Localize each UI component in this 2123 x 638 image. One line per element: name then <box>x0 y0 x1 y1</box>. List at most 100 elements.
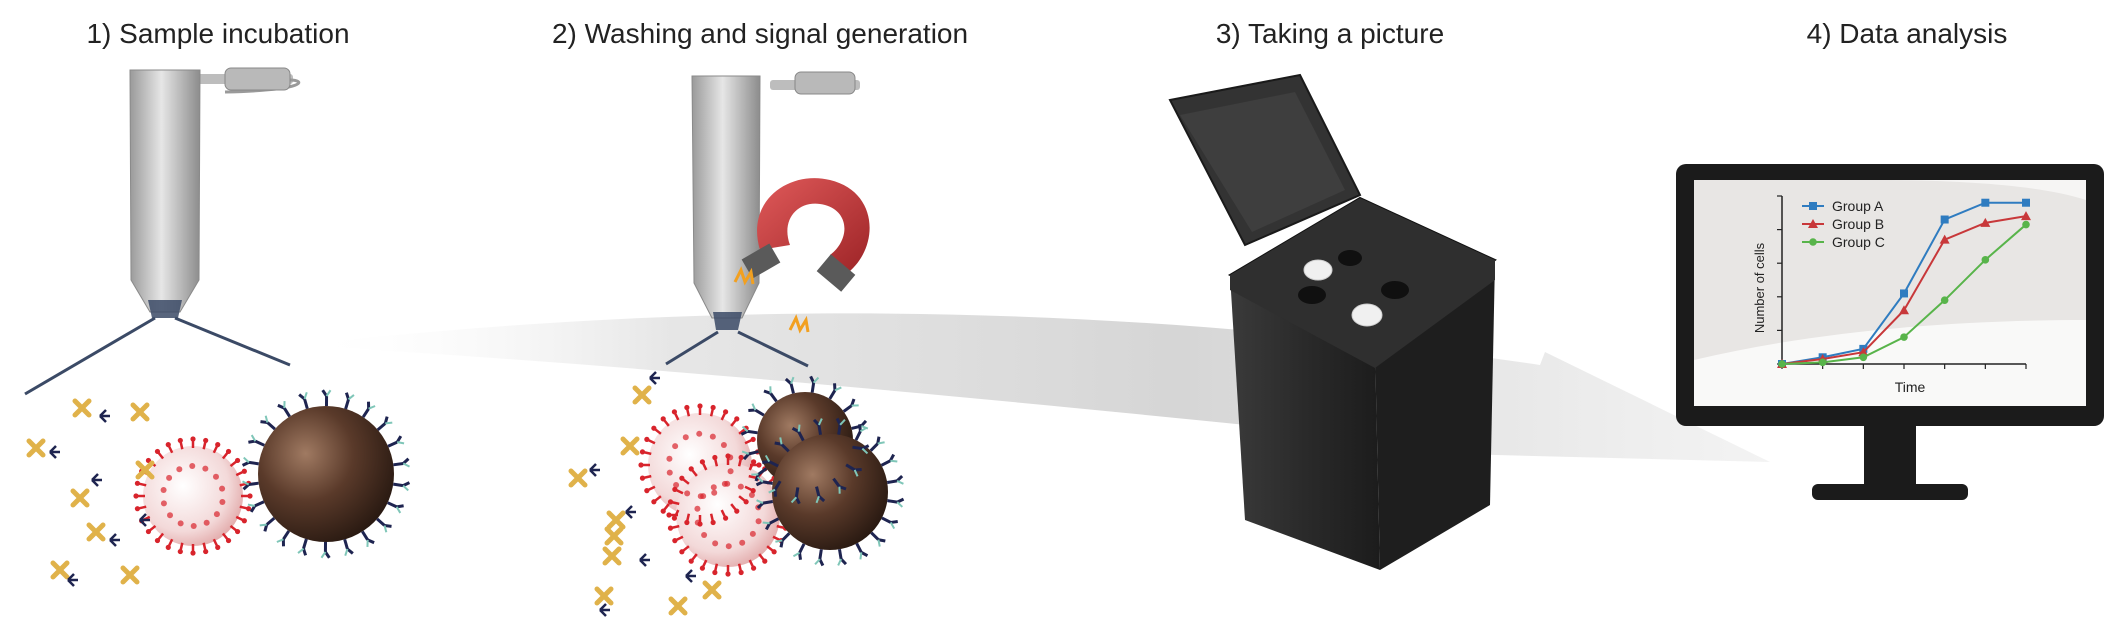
antibody <box>887 499 898 504</box>
antibody-arm <box>402 484 409 492</box>
antibody <box>387 440 398 448</box>
antibody <box>794 487 800 498</box>
antibody-arm <box>243 456 250 464</box>
antibody <box>748 450 759 456</box>
antibody <box>773 480 782 491</box>
spike-protein-head <box>684 404 690 411</box>
antibody-arm <box>817 418 823 426</box>
antibody-arm <box>397 441 405 445</box>
antibody-arm <box>741 450 750 455</box>
free-antibody <box>139 513 150 527</box>
antibody-arm <box>763 389 772 395</box>
free-antibody <box>49 445 60 459</box>
legend-item: Group A <box>1802 198 1884 214</box>
antigen <box>86 522 106 542</box>
antibody <box>376 422 387 431</box>
x-axis-label: Time <box>1895 379 1926 395</box>
antibody-arm <box>779 437 783 445</box>
antibody-arm <box>742 452 750 461</box>
antigen <box>594 586 614 606</box>
antibody-arm <box>896 497 905 504</box>
step-title-washing: 2) Washing and signal generation <box>551 18 969 49</box>
data-point <box>1900 289 1908 298</box>
antibody <box>344 398 350 410</box>
spike-protein-head <box>241 518 247 524</box>
spike-protein-head <box>154 537 161 544</box>
antibody-arm <box>756 499 764 505</box>
y-axis-label: Number of cells <box>1752 242 1767 333</box>
antibody-arm <box>860 551 869 557</box>
antigen <box>72 398 92 418</box>
antibody-arm <box>889 453 895 462</box>
spike-protein-head <box>762 558 768 564</box>
antibody <box>762 480 773 485</box>
spike-protein-head <box>245 506 252 512</box>
surface-protein <box>737 483 744 490</box>
surface-protein <box>666 455 673 462</box>
free-antibody <box>589 463 600 477</box>
antibody-arm <box>861 447 869 455</box>
spike-protein-head <box>134 480 141 486</box>
antibody-arm <box>249 505 257 513</box>
antibody-arm <box>344 392 350 400</box>
spike-protein-head <box>710 519 716 526</box>
antibody-arm <box>839 418 846 426</box>
spike-protein-head <box>639 475 646 481</box>
free-antibody <box>639 553 650 567</box>
step-title-taking-picture: 3) Taking a picture <box>1215 18 1445 49</box>
spike-protein-head <box>234 457 241 464</box>
antigen <box>668 596 688 616</box>
antibody-arm <box>402 481 411 488</box>
antibody-arm <box>791 427 800 433</box>
antibody-arm <box>751 403 757 411</box>
surface-protein <box>711 489 718 496</box>
surface-protein <box>177 520 184 527</box>
surface-protein <box>160 500 167 507</box>
surface-protein <box>700 493 707 500</box>
antibody <box>817 424 823 436</box>
antibody <box>762 499 774 505</box>
antibody <box>837 424 842 435</box>
spike-protein-head <box>660 508 666 514</box>
antibody <box>852 445 863 451</box>
data-point <box>1859 353 1868 362</box>
antibody <box>797 430 805 442</box>
antibody-arm <box>402 462 410 468</box>
antigen <box>620 436 640 456</box>
spike-protein-head <box>688 466 694 472</box>
antibody-arm <box>815 495 820 504</box>
antibody-arm <box>890 459 898 463</box>
antibody <box>780 443 790 453</box>
antibody-arm <box>756 476 764 483</box>
surface-protein <box>190 522 197 529</box>
antibody <box>254 439 265 447</box>
free-signal-antibodies <box>568 371 722 617</box>
spike-protein-head <box>771 549 777 555</box>
spike-protein-head <box>738 569 744 576</box>
antibody-arm <box>741 425 749 433</box>
spike-protein-head <box>190 436 196 442</box>
spike-protein-head <box>710 404 716 411</box>
antibody-arm <box>850 398 856 407</box>
surface-protein <box>739 539 746 546</box>
antibody-arm <box>896 501 904 508</box>
antibody-arm <box>896 474 904 482</box>
spike-protein-head <box>725 571 731 577</box>
antibody <box>768 460 779 468</box>
antibody <box>828 389 837 400</box>
spike-protein-head <box>154 448 161 455</box>
antibody-arm <box>740 429 749 436</box>
spike-protein-head <box>743 499 749 505</box>
antibody-arm <box>853 469 859 477</box>
legend-item: Group C <box>1802 234 1885 250</box>
antibody <box>393 482 404 488</box>
antibody-arm <box>402 457 410 465</box>
surface-protein <box>727 468 734 475</box>
surface-protein <box>166 474 173 481</box>
spike-protein-head <box>712 569 718 576</box>
surface-protein <box>749 530 756 537</box>
antibody <box>798 543 806 554</box>
data-point <box>2022 220 2030 229</box>
